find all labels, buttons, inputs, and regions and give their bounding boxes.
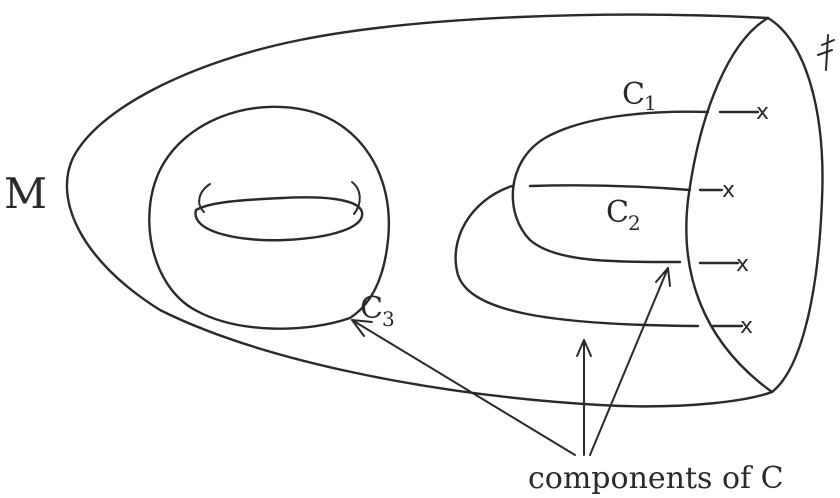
outer-u-curve — [456, 186, 698, 326]
boundary-point-1: x — [756, 100, 769, 125]
c1-label: C 1 — [622, 77, 657, 115]
arrow-to-c3 — [352, 320, 575, 455]
boundary-ellipse — [686, 18, 822, 392]
arrow-to-c1-head — [656, 268, 670, 286]
svg-text:C: C — [606, 195, 629, 230]
handle-hole-lower — [196, 197, 363, 240]
c3-curve — [149, 107, 389, 329]
manifold-label: M — [4, 169, 47, 218]
handle-hole-rim — [352, 182, 360, 214]
svg-text:C: C — [360, 291, 383, 326]
svg-text:C: C — [622, 77, 645, 112]
svg-text:1: 1 — [644, 91, 657, 115]
boundary-point-2: x — [722, 178, 735, 203]
c3-label: C 3 — [360, 291, 395, 331]
c2-label: C 2 — [606, 195, 641, 235]
manifold-outline — [67, 15, 772, 407]
boundary-point-3: x — [736, 252, 749, 277]
c2-curve — [530, 185, 690, 190]
svg-text:2: 2 — [628, 211, 641, 235]
boundary-point-4: x — [740, 314, 753, 339]
handle-hole-upper — [199, 184, 210, 212]
arrow-to-c1 — [590, 268, 668, 455]
svg-text:3: 3 — [382, 307, 395, 331]
caption-components-of-c: components of C — [528, 461, 784, 496]
boundary-sign-mark — [818, 35, 834, 70]
